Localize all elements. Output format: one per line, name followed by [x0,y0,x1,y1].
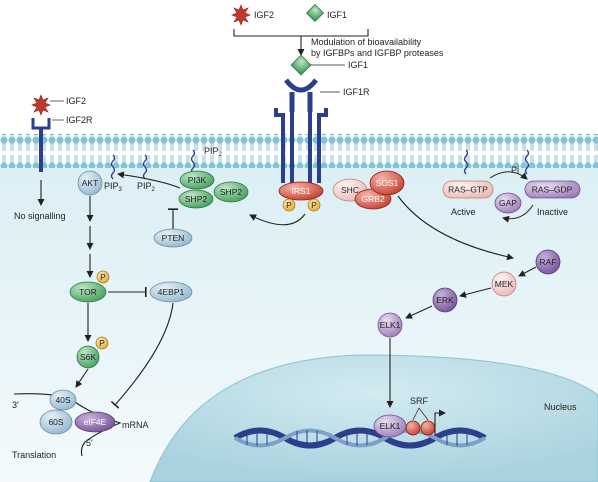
phospho-label: P [286,200,292,210]
node-40s [49,389,77,411]
node-shp2-a [178,189,214,209]
igf2-left-label: IGF2 [66,96,86,106]
elk1-cyto-label: ELK1 [380,320,401,330]
legend: IGF2 IGF1 [231,3,347,26]
legend-bracket [233,29,369,37]
pip3-label: PIP3 [104,181,123,193]
phospho-icon-irs1-b [307,198,321,212]
mrna-label: mRNA [122,420,149,430]
dna-helix [233,427,487,449]
node-mek [491,271,517,297]
erk-label: ERK [436,295,454,305]
srf-b-icon [420,420,436,436]
mek-label: MEK [495,279,514,289]
tor-label: TOR [79,287,97,297]
shp2-a-label: SHP2 [185,194,207,204]
active-label: Active [451,207,476,217]
4ebp1-label: 4EBP1 [158,287,185,297]
node-ras-gdp [524,180,581,199]
nucleus-label: Nucleus [544,402,577,412]
transcription-start-arrow [434,409,446,435]
pathway-arrows [75,171,537,409]
legend-igf1-label: IGF1 [327,10,347,20]
node-gap [494,192,522,214]
phospho-icon-tor [96,270,110,284]
node-4ebp1 [149,281,193,303]
shc-label: SHC [341,185,359,195]
node-ras-gtp [442,180,494,199]
node-shp2-b [213,181,249,203]
plasma-membrane [0,134,598,168]
node-eif4e [74,411,116,433]
eif4e-label: eIF4E [84,417,107,427]
phospho-label: P [100,272,106,282]
five-prime-label: 5′ [86,438,93,448]
modulation-line2: by IGFBPs and IGFBP proteases [311,48,444,58]
igf2-star-icon [231,4,251,26]
40s-label: 40S [55,395,70,405]
phospho-icon-s6k [95,336,109,350]
sos1-label: SOS1 [376,178,399,188]
pi3k-label: PI3K [188,175,207,185]
igf1r-receptor: IGF1 IGF1R [274,54,370,183]
node-erk [432,287,458,313]
pip3-tail-icon [110,154,116,180]
pip2-top-label: PIP2 [204,146,223,158]
akt-label: AKT [82,178,99,188]
phospho-icon-irs1-a [282,198,296,212]
ras-gdp-anchor-icon [524,149,530,175]
s6k-label: S6K [80,352,96,362]
grb2-label: GRB2 [361,194,384,204]
legend-igf2-label: IGF2 [254,10,274,20]
node-akt [77,170,103,196]
igf1-diamond-icon [305,3,325,23]
igf2r-label: IGF2R [66,115,93,125]
srf-a-icon [405,420,421,436]
irs1-label: IRS1 [292,186,311,196]
pi-label: Pi [511,165,519,175]
phospho-label: P [311,200,317,210]
three-prime-label: 3′ [12,400,19,410]
igf1r-label: IGF1R [343,87,370,97]
igf2-bound-star-icon [31,94,51,116]
ras-gtp-label: RAS–GTP [448,185,488,195]
no-signalling-label: No signalling [14,211,66,221]
pip2-tail-icon [142,154,148,180]
gap-label: GAP [499,198,517,208]
igf2r-receptor: IGF2 IGF2R No signalling [14,94,93,221]
node-raf [535,249,561,275]
node-sos1 [369,170,405,196]
raf-label: RAF [540,257,557,267]
nucleus [149,354,598,482]
ras-gdp-label: RAS–GDP [532,185,573,195]
ras-gtp-anchor-icon [463,149,469,175]
node-elk1-cyto [377,312,403,338]
pip2-top-tail-icon [190,149,196,175]
pten-label: PTEN [162,233,185,243]
shp2-b-label: SHP2 [220,187,242,197]
node-60s [39,409,73,435]
node-tor [69,281,107,303]
inactive-label: Inactive [537,207,568,217]
60s-label: 60S [48,417,63,427]
translation-label: Translation [12,450,56,460]
srf-label: SRF [410,396,429,406]
pip2-label: PIP2 [137,181,156,193]
phospho-label: P [99,338,105,348]
modulation-line1: Modulation of bioavailability [311,37,422,47]
igf1-bound-label: IGF1 [348,60,368,70]
node-s6k [76,345,100,369]
elk1-nuc-label: ELK1 [380,421,401,431]
node-pi3k [179,170,215,190]
igf1-bound-icon [290,54,312,76]
node-irs1 [278,181,324,201]
